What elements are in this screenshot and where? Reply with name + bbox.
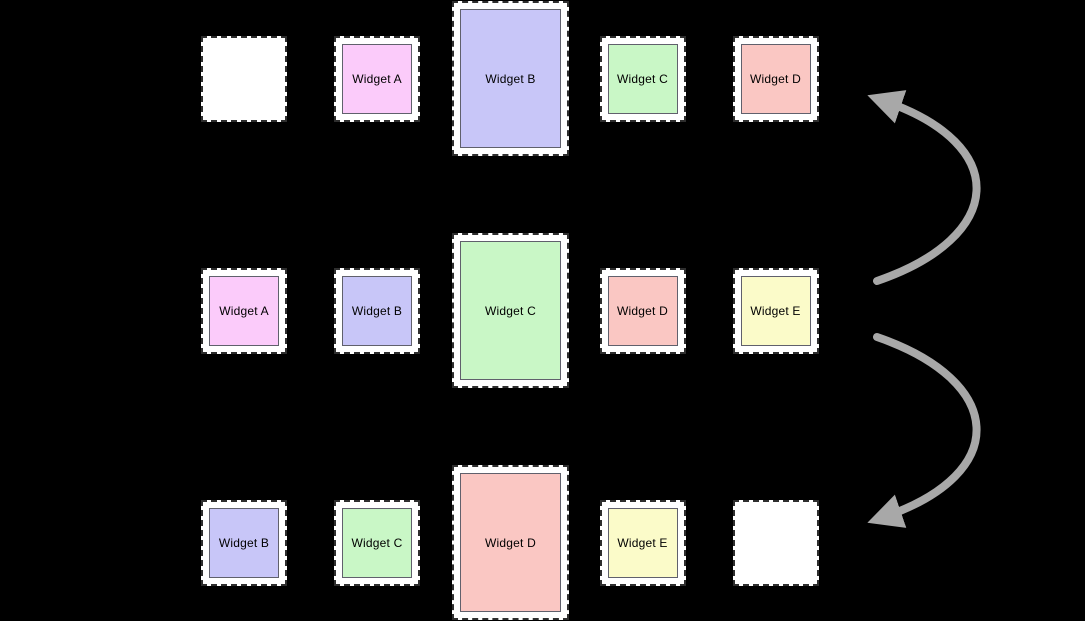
curved-arrow-up-icon [867, 90, 981, 285]
widget-body: Widget D [460, 473, 561, 612]
widget-body: Widget C [607, 43, 678, 114]
widget-body: Widget B [342, 275, 412, 346]
widget-card-widget-a-row1: Widget A [334, 35, 420, 122]
widget-card-widget-d-row2: Widget D [599, 267, 686, 354]
widget-card-widget-c-row3: Widget C [334, 499, 420, 586]
widget-body: Widget E [607, 507, 678, 578]
widget-body: Widget B [460, 9, 561, 148]
widget-body: Widget A [209, 275, 279, 346]
widget-label: Widget A [219, 303, 269, 318]
widget-card-widget-b-row2: Widget B [334, 267, 420, 354]
widget-label: Widget E [617, 535, 668, 550]
widget-body: Widget E [740, 275, 811, 346]
widget-body: Widget C [342, 507, 412, 578]
widget-body: Widget A [342, 43, 412, 114]
widget-card-widget-b-row1: Widget B [452, 1, 569, 156]
widget-label: Widget E [750, 303, 801, 318]
widget-body: Widget C [460, 241, 561, 380]
widget-label: Widget C [617, 71, 668, 86]
widget-label: Widget D [750, 71, 801, 86]
widget-card-widget-e-row2: Widget E [732, 267, 819, 354]
widget-card-widget-a-row2: Widget A [201, 267, 287, 354]
widget-label: Widget C [351, 535, 403, 550]
empty-slot-card-row3 [732, 499, 819, 586]
widget-card-widget-b-row3: Widget B [201, 499, 287, 586]
widget-card-widget-e-row3: Widget E [599, 499, 686, 586]
widget-label: Widget B [485, 71, 536, 86]
widget-label: Widget A [352, 71, 402, 86]
widget-card-widget-d-row1: Widget D [732, 35, 819, 122]
widget-label: Widget B [218, 535, 270, 550]
widget-body: Widget B [209, 507, 279, 578]
widget-label: Widget C [485, 303, 536, 318]
widget-card-widget-c-row1: Widget C [599, 35, 686, 122]
widget-body: Widget D [740, 43, 811, 114]
empty-slot-card-row1 [201, 35, 287, 122]
curved-arrow-down-icon [867, 333, 981, 528]
widget-label: Widget D [485, 535, 536, 550]
widget-card-widget-d-row3: Widget D [452, 465, 569, 620]
widget-card-widget-c-row2: Widget C [452, 233, 569, 388]
widget-label: Widget D [617, 303, 668, 318]
widget-body: Widget D [607, 275, 678, 346]
widget-label: Widget B [351, 303, 403, 318]
